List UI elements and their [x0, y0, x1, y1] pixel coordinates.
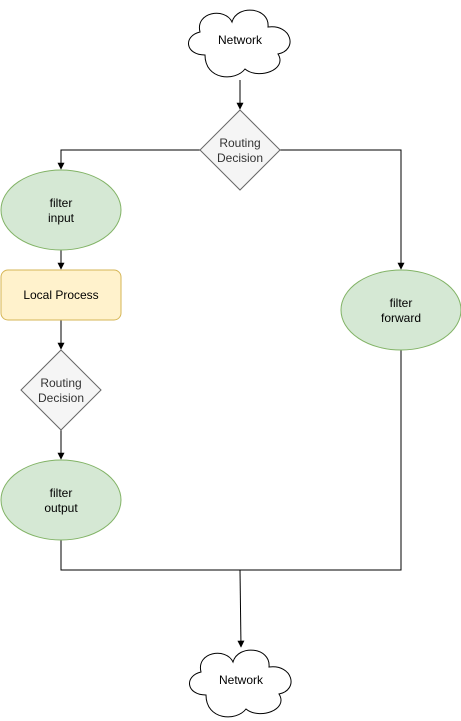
network-bottom-label: Network — [219, 673, 264, 687]
edge-merge-to-network — [237, 569, 245, 648]
local-process-node: Local Process — [0, 269, 122, 321]
local-process-label: Local Process — [23, 288, 98, 302]
routing-decision-left: Routing Decision — [20, 349, 102, 431]
filter-input-line1: filter — [50, 196, 73, 210]
edge-filter-forward-to-merge — [240, 350, 402, 571]
filter-forward-line1: filter — [390, 296, 413, 310]
routing-top-line1: Routing — [219, 136, 260, 150]
edge-routing-to-filter-input — [57, 149, 200, 170]
filter-forward-line2: forward — [381, 311, 421, 325]
filter-output-line1: filter — [50, 486, 73, 500]
routing-left-line1: Routing — [40, 376, 81, 390]
routing-decision-top: Routing Decision — [199, 109, 281, 191]
filter-output-node: filter output — [0, 459, 122, 541]
network-top-label: Network — [218, 33, 263, 47]
edge-routing-to-filter-forward — [280, 149, 405, 270]
filter-output-line2: output — [44, 501, 78, 515]
edge-filter-output-to-merge — [60, 540, 240, 571]
network-top-cloud: Network — [188, 9, 291, 78]
filter-input-node: filter input — [0, 169, 122, 251]
routing-left-line2: Decision — [38, 391, 84, 405]
edges — [57, 80, 405, 648]
filter-forward-node: filter forward — [340, 269, 461, 351]
filter-input-line2: input — [48, 211, 75, 225]
routing-top-line2: Decision — [217, 151, 263, 165]
network-bottom-cloud: Network — [189, 649, 292, 718]
